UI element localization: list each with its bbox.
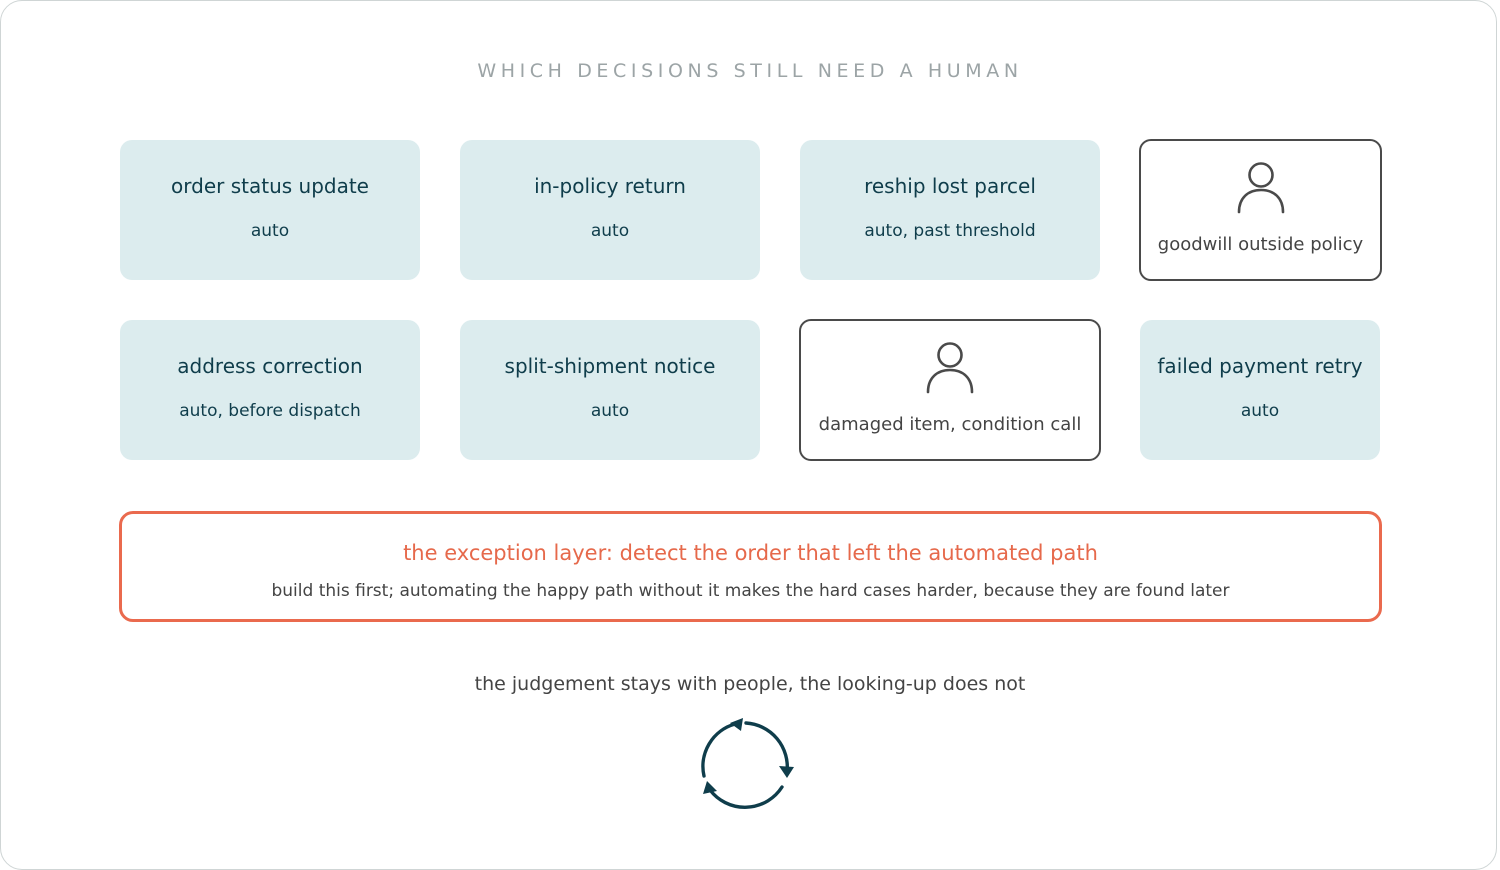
cycle-arrows-icon — [701, 718, 794, 809]
decision-mode: auto, past threshold — [864, 221, 1036, 241]
person-icon — [1237, 162, 1284, 214]
decision-mode: auto, before dispatch — [179, 401, 361, 421]
diagram-title: WHICH DECISIONS STILL NEED A HUMAN — [477, 60, 1023, 82]
exception-body: build this first; automating the happy p… — [271, 581, 1230, 601]
decision-card-failed-payment-retry: failed payment retry auto — [1140, 320, 1380, 460]
exception-layer-box: the exception layer: detect the order th… — [119, 511, 1382, 622]
decision-card-damaged-item: damaged item, condition call — [799, 319, 1101, 461]
decision-label: goodwill outside policy — [1157, 234, 1364, 255]
decision-label: in-policy return — [534, 174, 686, 198]
decision-mode: auto — [250, 221, 290, 241]
person-icon — [926, 342, 974, 394]
decision-card-address-correction: address correction auto, before dispatch — [120, 320, 420, 460]
decision-mode: auto — [590, 401, 630, 421]
decision-mode: auto — [1240, 401, 1280, 421]
decision-card-reship-lost-parcel: reship lost parcel auto, past threshold — [800, 140, 1100, 280]
decision-card-order-status-update: order status update auto — [120, 140, 420, 280]
exception-headline: the exception layer: detect the order th… — [403, 541, 1098, 565]
footer-caption: the judgement stays with people, the loo… — [474, 673, 1026, 695]
decision-label: order status update — [171, 174, 369, 198]
decision-label: address correction — [177, 354, 363, 378]
decision-mode: auto — [590, 221, 630, 241]
decision-label: failed payment retry — [1157, 354, 1363, 378]
decision-card-split-shipment-notice: split-shipment notice auto — [460, 320, 760, 460]
decision-label: reship lost parcel — [864, 174, 1036, 198]
decision-label: damaged item, condition call — [818, 414, 1082, 435]
decision-label: split-shipment notice — [504, 354, 716, 378]
decision-card-in-policy-return: in-policy return auto — [460, 140, 760, 280]
decision-card-goodwill-outside-policy: goodwill outside policy — [1139, 139, 1382, 281]
